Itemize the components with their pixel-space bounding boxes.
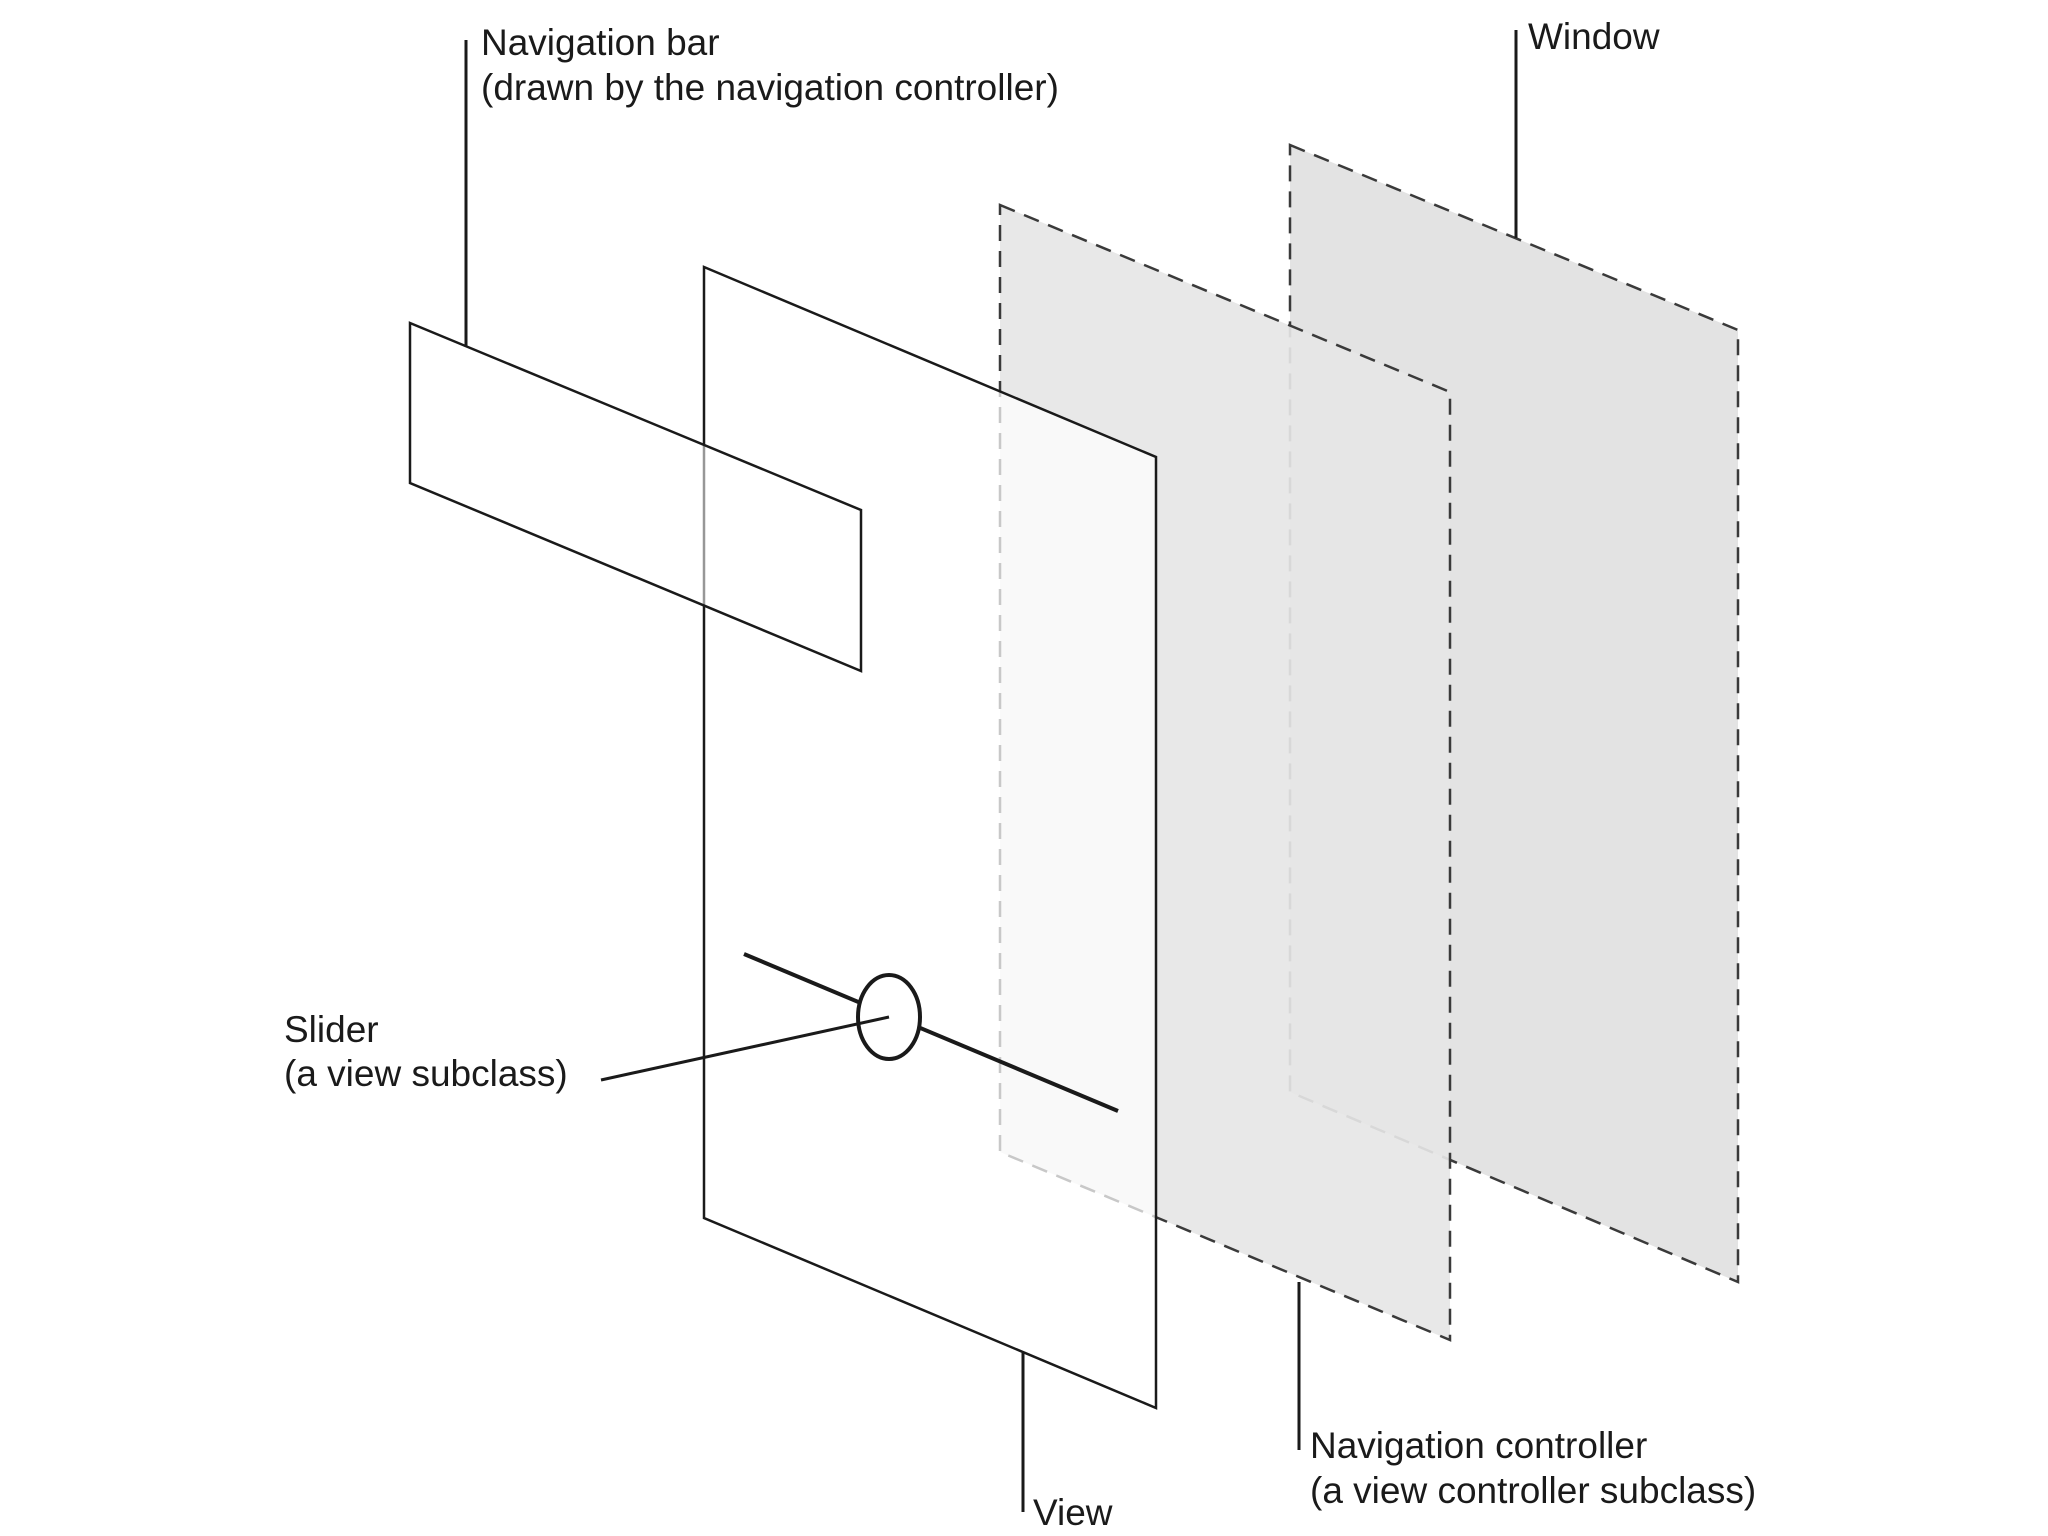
view-label-line1: View xyxy=(1033,1492,1113,1533)
view-layer xyxy=(702,265,1158,1410)
slider-label: Slider (a view subclass) xyxy=(284,1009,568,1094)
slider-leader xyxy=(600,1015,890,1082)
view-label: View xyxy=(1033,1492,1113,1533)
navigation-controller-label: Navigation controller (a view controller… xyxy=(1310,1425,1756,1511)
navigation-bar-label-line2: (drawn by the navigation controller) xyxy=(481,67,1059,108)
navigation-controller-label-line1: Navigation controller xyxy=(1310,1425,1647,1466)
slider-track xyxy=(743,952,1119,1113)
slider-label-line2: (a view subclass) xyxy=(284,1053,568,1094)
window-label: Window xyxy=(1528,16,1660,57)
navigation-bar-label-line1: Navigation bar xyxy=(481,22,720,63)
navigation-bar-layer xyxy=(408,321,863,673)
window-label-line1: Window xyxy=(1528,16,1660,57)
slider-label-line1: Slider xyxy=(284,1009,379,1050)
navigation-bar-label: Navigation bar (drawn by the navigation … xyxy=(481,22,1059,108)
navigation-controller-label-line2: (a view controller subclass) xyxy=(1310,1470,1756,1511)
